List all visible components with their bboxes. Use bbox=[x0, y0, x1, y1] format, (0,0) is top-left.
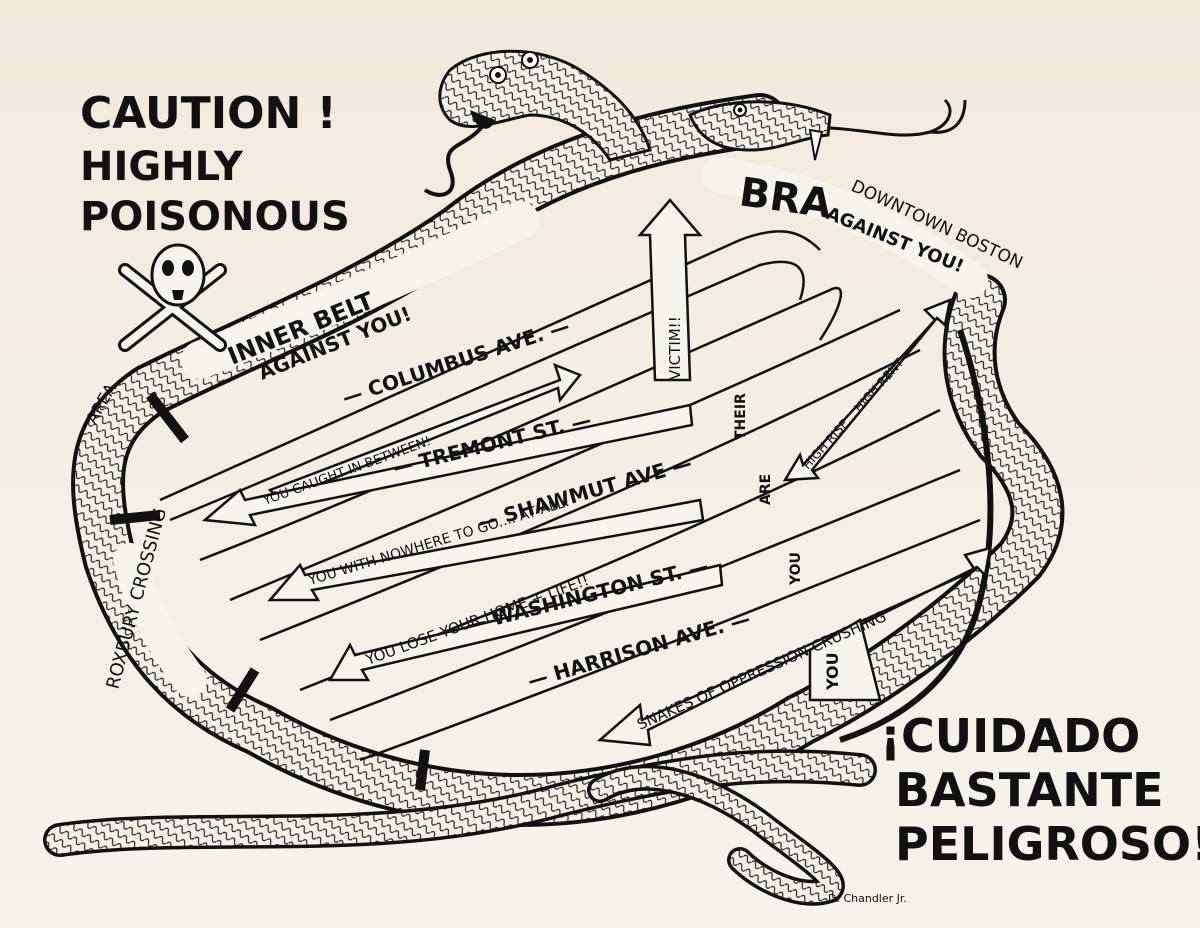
headline-es-line3: PELIGROSO! bbox=[895, 817, 1200, 871]
skull-and-crossbones-icon bbox=[118, 243, 227, 352]
arrow-text-victim: VICTIM!! bbox=[666, 316, 684, 380]
side-word-their: THEIR bbox=[733, 393, 749, 440]
side-word-are: ARE bbox=[758, 474, 774, 505]
headline-en-line1: CAUTION ! bbox=[80, 88, 337, 139]
side-word-you: YOU bbox=[788, 552, 804, 586]
arrow-text-high-rise: HIGH RISE... HIGH RENT bbox=[800, 355, 907, 472]
side-words: THEIR ARE YOU bbox=[733, 393, 804, 586]
left-snake-head-icon bbox=[423, 49, 652, 197]
headline-en-line3: POISONOUS bbox=[80, 194, 350, 240]
headline-english: CAUTION ! HIGHLY POISONOUS bbox=[80, 88, 350, 240]
bra-label: BRA bbox=[737, 169, 835, 227]
label-strips bbox=[113, 157, 988, 697]
snake-tails bbox=[43, 329, 994, 906]
arrows bbox=[201, 198, 992, 747]
headline-es-line1: ¡CUIDADO bbox=[880, 709, 1140, 763]
signature: D. Chandler Jr. bbox=[828, 892, 907, 905]
right-snake-head-icon bbox=[688, 98, 967, 161]
headline-es-line2: BASTANTE bbox=[895, 763, 1164, 817]
headline-spanish: ¡CUIDADO BASTANTE PELIGROSO! bbox=[880, 709, 1200, 871]
headline-en-line2: HIGHLY bbox=[80, 144, 244, 190]
arrow-text-you: YOU bbox=[823, 652, 842, 691]
